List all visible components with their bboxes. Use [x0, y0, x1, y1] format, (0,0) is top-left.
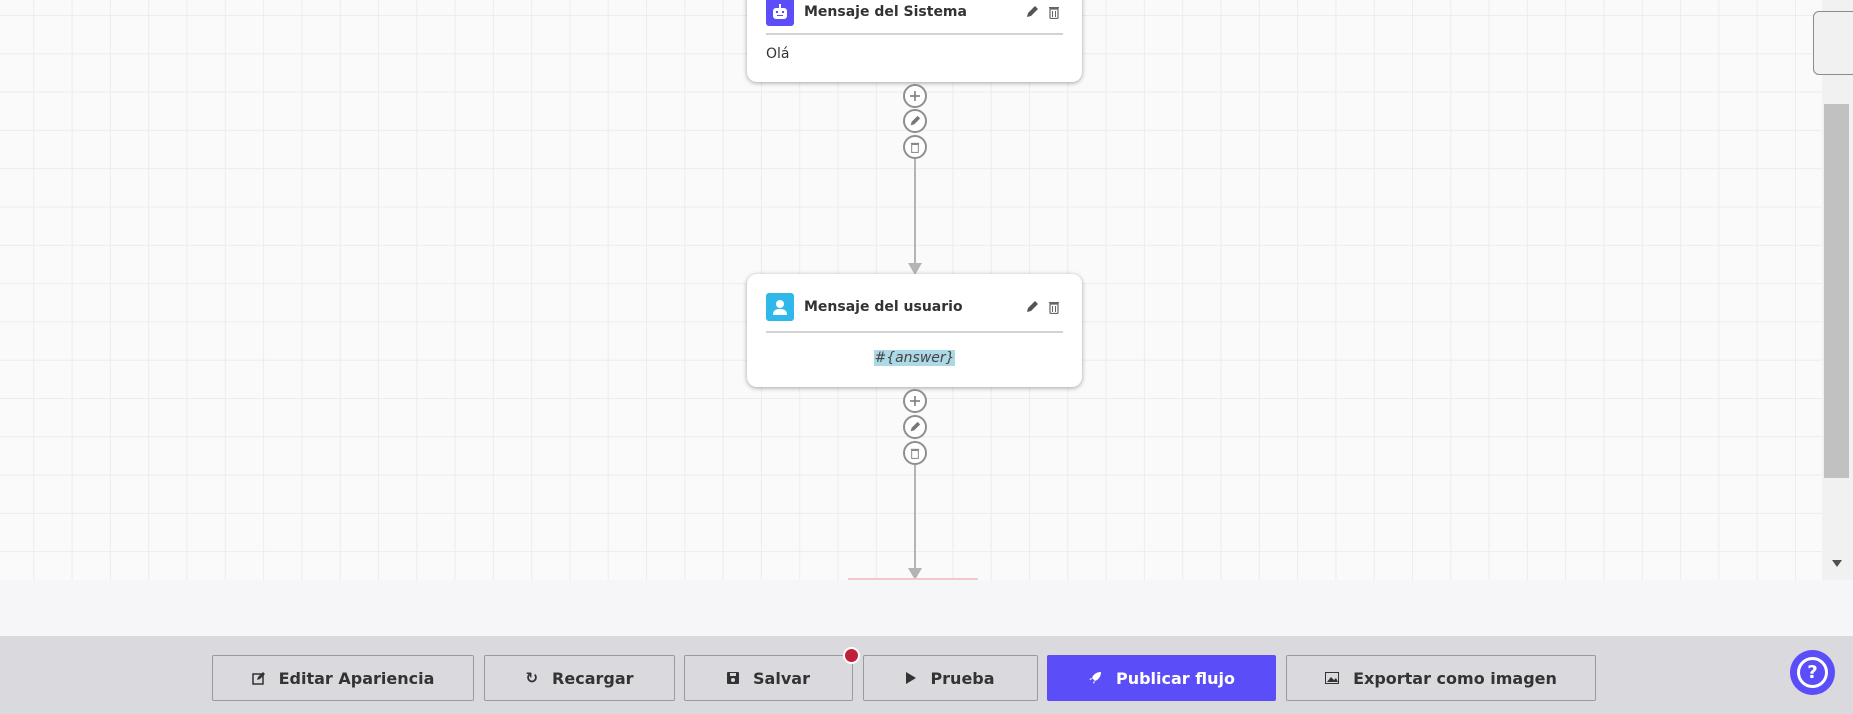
pencil-icon[interactable] — [1023, 298, 1041, 316]
button-label: Publicar flujo — [1115, 668, 1235, 688]
node-title: Mensaje del Sistema — [804, 4, 967, 20]
edit-icon — [251, 671, 265, 685]
delete-connection-button[interactable] — [903, 441, 927, 465]
node-content: #{answer} — [874, 350, 955, 366]
button-label: Recargar — [552, 668, 634, 688]
test-button[interactable]: Prueba — [863, 655, 1038, 701]
user-icon — [766, 293, 794, 321]
scroll-down-arrow[interactable] — [1832, 560, 1842, 567]
node-title: Mensaje del usuario — [804, 299, 963, 315]
edit-connection-button[interactable] — [903, 109, 927, 133]
robot-icon — [766, 0, 794, 26]
connector-line — [914, 159, 916, 265]
vertical-scrollbar[interactable] — [1822, 0, 1853, 580]
pencil-icon[interactable] — [1023, 3, 1041, 21]
node-user-message[interactable]: Mensaje del usuario #{answer} — [747, 274, 1082, 387]
connector-arrow — [908, 568, 922, 580]
next-node-edge — [848, 578, 978, 580]
rocket-icon — [1088, 671, 1102, 685]
reload-button[interactable]: ↻ Recargar — [484, 655, 675, 701]
trash-icon[interactable] — [1045, 298, 1063, 316]
add-node-button[interactable] — [903, 389, 927, 413]
button-label: Editar Apariencia — [278, 668, 435, 688]
export-image-button[interactable]: Exportar como imagen — [1286, 655, 1596, 701]
flow-canvas[interactable]: Mensaje del Sistema Olá Mensaje del usua… — [0, 0, 1822, 580]
add-node-button[interactable] — [903, 84, 927, 108]
divider — [766, 33, 1063, 35]
trash-icon[interactable] — [1045, 3, 1063, 21]
save-icon — [727, 672, 740, 684]
save-button[interactable]: Salvar — [684, 655, 853, 701]
connector-line — [914, 465, 916, 570]
connector-arrow — [908, 263, 922, 275]
divider — [766, 331, 1063, 333]
question-icon: ? — [1797, 657, 1828, 688]
unsaved-changes-indicator — [843, 647, 860, 664]
button-label: Prueba — [930, 668, 995, 688]
minimap-panel[interactable] — [1813, 11, 1853, 75]
node-content: Olá — [766, 46, 790, 62]
edit-connection-button[interactable] — [903, 415, 927, 439]
button-label: Exportar como imagen — [1353, 668, 1557, 688]
help-button[interactable]: ? — [1790, 650, 1835, 695]
delete-connection-button[interactable] — [903, 135, 927, 159]
publish-flow-button[interactable]: Publicar flujo — [1047, 655, 1276, 701]
node-system-message[interactable]: Mensaje del Sistema Olá — [747, 0, 1082, 82]
refresh-icon: ↻ — [525, 669, 539, 687]
edit-appearance-button[interactable]: Editar Apariencia — [212, 655, 474, 701]
play-icon — [906, 672, 917, 684]
image-icon — [1325, 672, 1340, 684]
scrollbar-thumb[interactable] — [1824, 104, 1849, 478]
button-label: Salvar — [753, 668, 810, 688]
